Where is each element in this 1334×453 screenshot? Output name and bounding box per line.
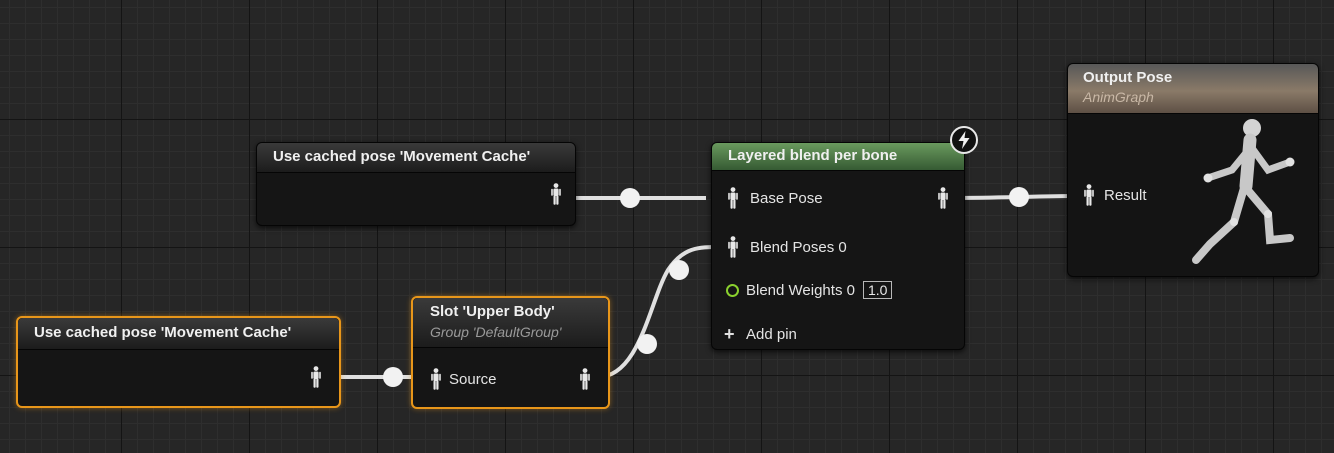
source-input-pin[interactable]: Source — [431, 368, 497, 390]
pose-output-pin[interactable] — [311, 366, 321, 388]
pose-figure-icon — [728, 236, 738, 258]
pin-label: Base Pose — [750, 189, 823, 207]
pin-label: Blend Weights 0 — [746, 281, 855, 299]
pose-figure-icon — [1084, 184, 1094, 206]
pin-label: Blend Poses 0 — [750, 238, 847, 256]
node-header: Use cached pose 'Movement Cache' — [257, 143, 575, 173]
node-subtitle: Group 'DefaultGroup' — [430, 324, 562, 340]
pose-figure-icon — [551, 183, 561, 205]
result-input-pin[interactable]: Result — [1084, 184, 1147, 206]
plus-icon: + — [724, 324, 735, 344]
running-mannequin-icon — [1192, 119, 1295, 264]
node-title: Slot 'Upper Body' — [430, 303, 555, 320]
wire-knot — [1009, 187, 1029, 207]
pose-figure-icon — [431, 368, 441, 390]
add-pin-label: Add pin — [746, 326, 797, 343]
wire-base-to-result — [955, 194, 1081, 200]
wire-knot — [669, 260, 689, 280]
blend-weights-value-field[interactable]: 1.0 — [862, 281, 893, 299]
pose-output-pin[interactable] — [938, 187, 948, 209]
pose-output-pin[interactable] — [551, 183, 561, 205]
node-header: Use cached pose 'Movement Cache' — [18, 318, 339, 350]
pin-label: Result — [1104, 186, 1147, 204]
wire-slot-to-blend-poses — [597, 244, 723, 379]
node-layered-blend-per-bone[interactable]: Layered blend per bone Base Pose Blend P… — [711, 142, 965, 350]
node-header: Layered blend per bone — [712, 143, 964, 171]
lightning-bolt-icon — [950, 126, 978, 154]
add-pin-button[interactable]: + Add pin — [724, 324, 797, 345]
node-header: Output Pose AnimGraph — [1068, 64, 1318, 114]
base-pose-input-pin[interactable]: Base Pose — [728, 187, 823, 209]
wire-knot — [383, 367, 403, 387]
blend-weights-input-pin[interactable]: Blend Weights 0 1.0 — [724, 281, 893, 299]
pose-figure-icon — [938, 187, 948, 209]
pin-label: Source — [449, 370, 497, 388]
node-title: Output Pose — [1083, 69, 1173, 86]
wire-knot — [637, 334, 657, 354]
pose-output-pin[interactable] — [580, 368, 590, 390]
node-cached-pose-top[interactable]: Use cached pose 'Movement Cache' — [256, 142, 576, 226]
blend-poses-input-pin[interactable]: Blend Poses 0 — [728, 236, 847, 258]
node-header: Slot 'Upper Body' Group 'DefaultGroup' — [413, 298, 608, 348]
float-pin-icon — [726, 283, 739, 297]
node-cached-pose-bottom[interactable]: Use cached pose 'Movement Cache' — [16, 316, 341, 408]
pose-figure-icon — [311, 366, 321, 388]
node-title: Use cached pose 'Movement Cache' — [273, 148, 531, 165]
node-output-pose[interactable]: Output Pose AnimGraph Result — [1067, 63, 1319, 277]
wire-knot — [620, 188, 640, 208]
node-subtitle: AnimGraph — [1083, 89, 1154, 105]
pose-figure-icon — [728, 187, 738, 209]
node-slot-upper-body[interactable]: Slot 'Upper Body' Group 'DefaultGroup' S… — [411, 296, 610, 409]
node-title: Layered blend per bone — [728, 147, 898, 164]
node-title: Use cached pose 'Movement Cache' — [34, 324, 292, 341]
pose-figure-icon — [580, 368, 590, 390]
